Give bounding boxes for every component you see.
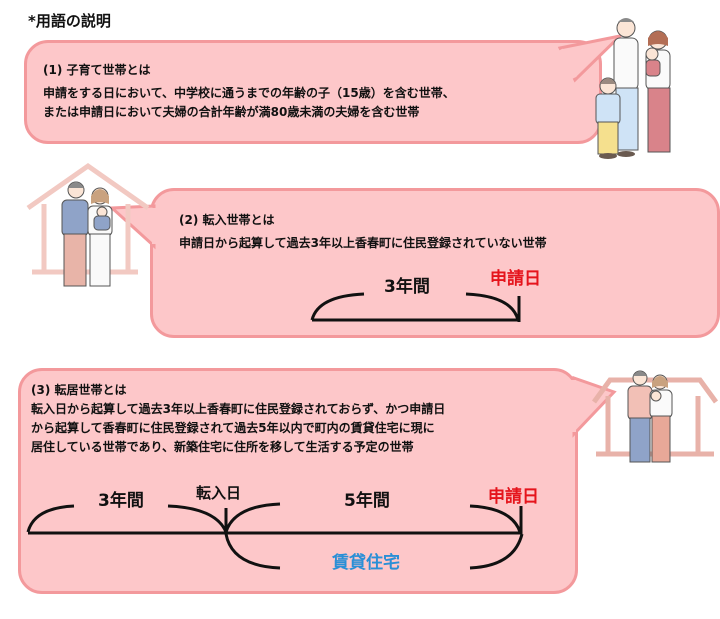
section-2-bubble: (2) 転入世帯とは 申請日から起算して過去3年以上香春町に住民登録されていない… (150, 188, 720, 338)
section-3-rental-housing-label: 賃貸住宅 (332, 553, 400, 573)
section-3-application-date-label: 申請日 (488, 487, 539, 507)
section-2-application-date-label: 申請日 (490, 269, 541, 289)
section-1-title: (1) 子育て世帯とは (43, 63, 151, 77)
couple-with-baby-house-illustration-2 (591, 370, 719, 463)
couple-with-baby-house-illustration (26, 162, 150, 287)
section-2-title: (2) 転入世帯とは (179, 213, 275, 227)
section-3-line-1: 転入日から起算して過去3年以上香春町に住民登録されておらず、かつ申請日 (31, 402, 446, 416)
section-3-line-2: から起算して香春町に住民登録されて過去5年以内で町内の賃貸住宅に現に (31, 421, 435, 435)
section-1-line-1: 申請をする日において、中学校に通うまでの年齢の子（15歳）を含む世帯、 (43, 86, 455, 100)
family-of-four-illustration (595, 18, 671, 159)
section-2-period-label: 3年間 (384, 277, 430, 297)
section-1-line-2: または申請日において夫婦の合計年齢が満80歳未満の夫婦を含む世帯 (43, 105, 420, 119)
section-3-bubble: (3) 転居世帯とは 転入日から起算して過去3年以上香春町に住民登録されておらず… (18, 368, 578, 594)
section-1-bubble: (1) 子育て世帯とは 申請をする日において、中学校に通うまでの年齢の子（15歳… (24, 40, 602, 144)
section-3-period-5yr-label: 5年間 (344, 491, 390, 511)
section-3-line-3: 居住している世帯であり、新築住宅に住所を移して生活する予定の世帯 (31, 440, 414, 454)
section-3-move-in-date-label: 転入日 (196, 484, 242, 502)
section-2-line-1: 申請日から起算して過去3年以上香春町に住民登録されていない世帯 (179, 236, 547, 250)
page-heading: *用語の説明 (28, 12, 111, 30)
section-3-title: (3) 転居世帯とは (31, 383, 127, 397)
section-3-period-3yr-label: 3年間 (98, 491, 144, 511)
